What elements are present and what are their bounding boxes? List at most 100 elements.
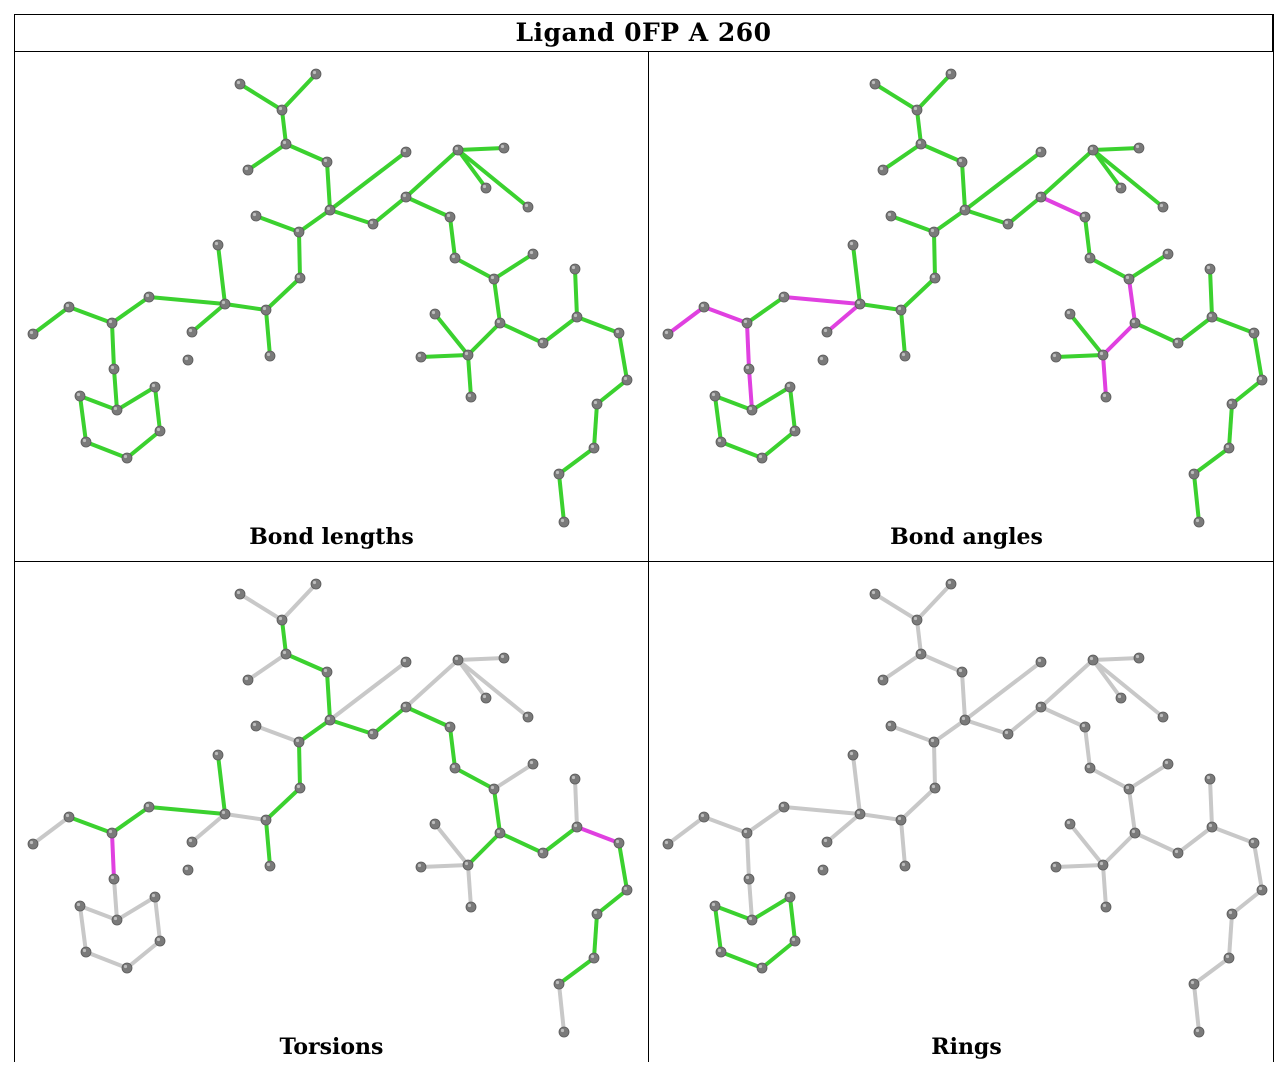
atom-20 <box>817 864 829 876</box>
atom-37 <box>527 248 539 260</box>
atom-45 <box>1223 442 1235 454</box>
bond-18-19 <box>110 295 151 325</box>
bond-10-11 <box>254 214 301 234</box>
atom-50 <box>1050 861 1062 873</box>
atom-23 <box>108 873 120 885</box>
atom-highlight-38 <box>1131 319 1136 324</box>
atom-29 <box>74 900 86 912</box>
atom-17 <box>821 326 833 338</box>
atom-14 <box>895 814 907 826</box>
atom-highlight-49 <box>1066 310 1071 315</box>
atom-highlight-18 <box>145 803 150 808</box>
atom-44 <box>1226 398 1238 410</box>
atom-27 <box>756 452 768 464</box>
atom-28 <box>80 946 92 958</box>
atom-highlight-48 <box>1099 861 1104 866</box>
bond-24-25 <box>115 385 157 412</box>
panel-rings: Rings <box>649 562 1274 1073</box>
bond-36-37 <box>1127 762 1170 791</box>
atom-highlight-4 <box>879 676 884 681</box>
atom-highlight-35 <box>1086 764 1091 769</box>
bond-31-34 <box>456 658 530 719</box>
atom-51 <box>465 391 477 403</box>
bond-45-46 <box>557 446 596 476</box>
atom-highlight-22 <box>664 840 669 845</box>
bond-30-35 <box>448 725 457 770</box>
atom-highlight-33 <box>482 184 487 189</box>
atom-highlight-1 <box>947 70 952 75</box>
atom-highlight-4 <box>244 166 249 171</box>
atom-44 <box>1226 908 1238 920</box>
bond-26-27 <box>760 939 797 970</box>
bond-13-17 <box>825 302 862 334</box>
atom-highlight-45 <box>590 954 595 959</box>
atom-27 <box>121 962 133 974</box>
bond-19-23 <box>110 321 116 371</box>
atom-highlight-33 <box>1117 694 1122 699</box>
bond-3-5 <box>284 142 329 164</box>
bond-40-41 <box>1208 777 1214 829</box>
bond-13-17 <box>825 812 862 844</box>
bond-45-46 <box>1192 446 1231 476</box>
grid-line-left <box>14 14 15 1062</box>
molecule-rings <box>662 578 1268 1038</box>
atom-49 <box>1064 818 1076 830</box>
atom-highlight-41 <box>571 265 576 270</box>
bond-38-48 <box>466 321 502 357</box>
atom-34 <box>1157 201 1169 213</box>
atom-16 <box>212 239 224 251</box>
atom-highlight-21 <box>700 303 705 308</box>
atom-highlight-0 <box>236 80 241 85</box>
atom-highlight-42 <box>615 839 620 844</box>
atom-highlight-40 <box>573 313 578 318</box>
atom-0 <box>234 78 246 90</box>
atom-6 <box>324 714 336 726</box>
atom-26 <box>154 425 166 437</box>
atom-4 <box>877 674 889 686</box>
bond-2-3 <box>915 108 923 146</box>
atom-highlight-34 <box>524 203 529 208</box>
bond-40-41 <box>573 777 579 829</box>
atom-highlight-19 <box>743 319 748 324</box>
bond-36-38 <box>492 787 502 835</box>
bond-30-35 <box>1083 215 1092 260</box>
atom-5 <box>321 156 333 168</box>
bond-28-29 <box>713 394 723 444</box>
atom-highlight-16 <box>849 241 854 246</box>
bond-0-2 <box>238 592 284 622</box>
atom-32 <box>498 142 510 154</box>
atom-36 <box>1123 783 1135 795</box>
atom-6 <box>959 714 971 726</box>
bond-23-24 <box>112 877 119 922</box>
bond-29-24 <box>78 394 119 412</box>
atom-36 <box>1123 273 1135 285</box>
atom-37 <box>1162 248 1174 260</box>
bond-6-7 <box>963 150 1043 212</box>
atom-highlight-49 <box>431 310 436 315</box>
atom-33 <box>1115 182 1127 194</box>
atom-highlight-38 <box>496 319 501 324</box>
bond-48-49 <box>433 312 470 357</box>
atom-highlight-44 <box>593 400 598 405</box>
atom-2 <box>276 104 288 116</box>
bond-36-38 <box>492 277 502 325</box>
bond-35-36 <box>1088 256 1131 281</box>
atom-highlight-41 <box>571 775 576 780</box>
atom-15 <box>899 860 911 872</box>
atom-highlight-33 <box>482 694 487 699</box>
atom-highlight-47 <box>560 1028 565 1033</box>
atom-30 <box>1079 721 1091 733</box>
atom-35 <box>1084 252 1096 264</box>
atom-50 <box>1050 351 1062 363</box>
atom-2 <box>276 614 288 626</box>
atom-highlight-11 <box>295 228 300 233</box>
bond-6-7 <box>328 150 408 212</box>
atom-24 <box>746 404 758 416</box>
atom-18 <box>143 291 155 303</box>
bond-0-2 <box>873 82 919 112</box>
bond-48-50 <box>419 353 470 359</box>
atom-29 <box>709 390 721 402</box>
grid-line-center <box>14 561 1274 562</box>
bond-21-22 <box>666 305 706 336</box>
atom-32 <box>1133 142 1145 154</box>
